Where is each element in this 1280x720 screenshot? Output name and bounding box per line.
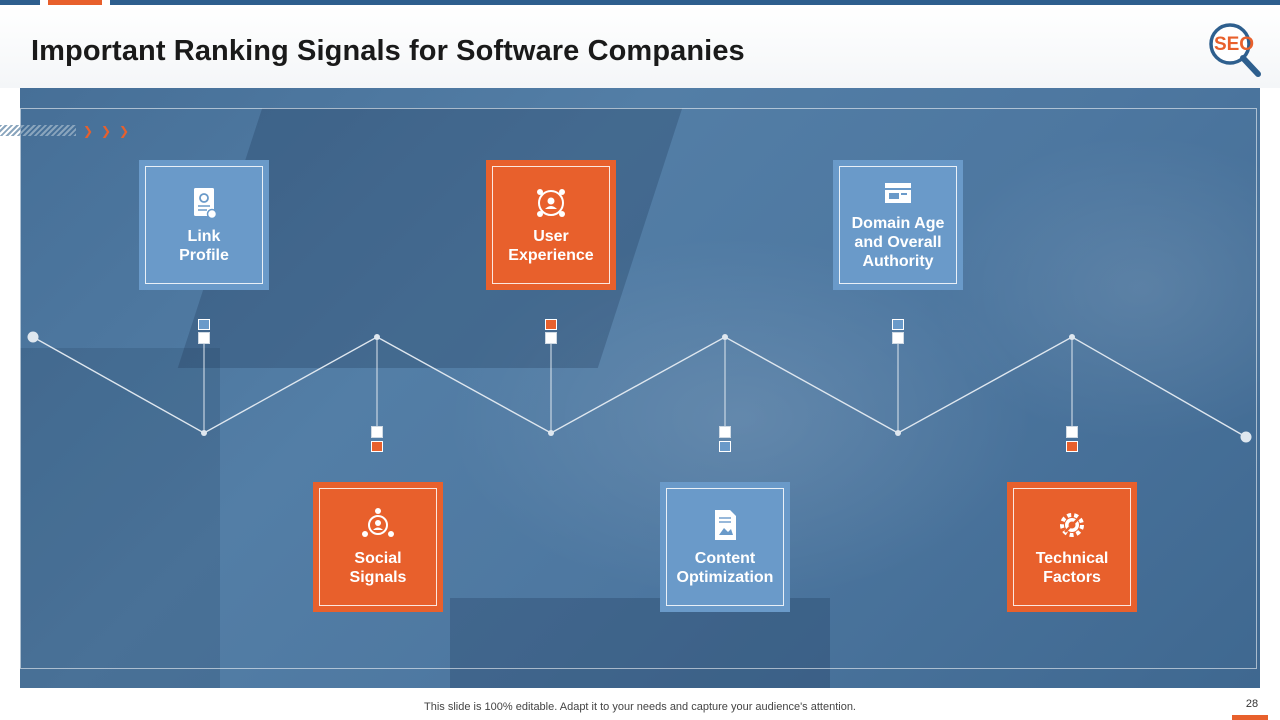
marker-bottom-2 (719, 426, 731, 452)
signal-label: Domain Age and Overall Authority (851, 214, 945, 270)
signal-label: Social Signals (349, 550, 407, 586)
marker-bottom-3 (1066, 426, 1078, 452)
top-bar-gap (102, 0, 110, 5)
document-link-icon (194, 188, 218, 220)
timeline-node (722, 334, 728, 340)
signal-card-domain-age[interactable]: Domain Age and Overall Authority (833, 160, 963, 290)
shadow-shape (20, 348, 220, 688)
browser-window-icon (885, 182, 911, 203)
top-accent-bar (0, 0, 1280, 5)
timeline-end-dot (1240, 431, 1252, 443)
signal-card-technical-factors[interactable]: Technical Factors (1007, 482, 1137, 612)
signal-label: Link Profile (179, 228, 229, 264)
document-image-icon (715, 510, 736, 540)
timeline-node (201, 430, 207, 436)
slide-title: Important Ranking Signals for Software C… (31, 35, 745, 67)
seo-logo-text: SEO (1214, 34, 1254, 55)
marker-top-3 (892, 319, 904, 344)
seo-magnifier-logo: SEO (1209, 23, 1261, 77)
chevron-right-icon: ❯ (83, 124, 94, 138)
signal-card-content-optimization[interactable]: Content Optimization (660, 482, 790, 612)
page-number: 28 (1245, 698, 1259, 710)
timeline-node (374, 334, 380, 340)
timeline-node (548, 430, 554, 436)
user-network-icon (537, 189, 565, 217)
signal-label: Content Optimization (676, 550, 774, 586)
signal-label: Technical Factors (1035, 550, 1109, 586)
signal-label: User Experience (508, 228, 594, 264)
timeline-node (895, 430, 901, 436)
social-share-icon (362, 508, 394, 537)
top-bar-gap (40, 0, 48, 5)
chevron-right-icon: ❯ (119, 124, 130, 138)
top-orange-accent (48, 0, 102, 5)
keyboard-shape (450, 598, 830, 688)
signal-card-social-signals[interactable]: Social Signals (313, 482, 443, 612)
page-number-accent (1232, 715, 1268, 720)
marker-top-2 (545, 319, 557, 344)
slide-header: Important Ranking Signals for Software C… (0, 5, 1280, 88)
marker-bottom-1 (371, 426, 383, 452)
chevron-right-icon: ❯ (101, 124, 112, 138)
footer-note: This slide is 100% editable. Adapt it to… (424, 701, 856, 713)
timeline-node (1069, 334, 1075, 340)
marker-top-1 (198, 319, 210, 344)
gear-wrench-icon (1060, 513, 1084, 537)
hatch-decoration (0, 125, 76, 136)
signal-card-user-experience[interactable]: User Experience (486, 160, 616, 290)
signal-card-link-profile[interactable]: Link Profile (139, 160, 269, 290)
content-frame (20, 108, 1257, 669)
timeline-line (32, 336, 1247, 438)
timeline-start-dot (27, 331, 39, 343)
